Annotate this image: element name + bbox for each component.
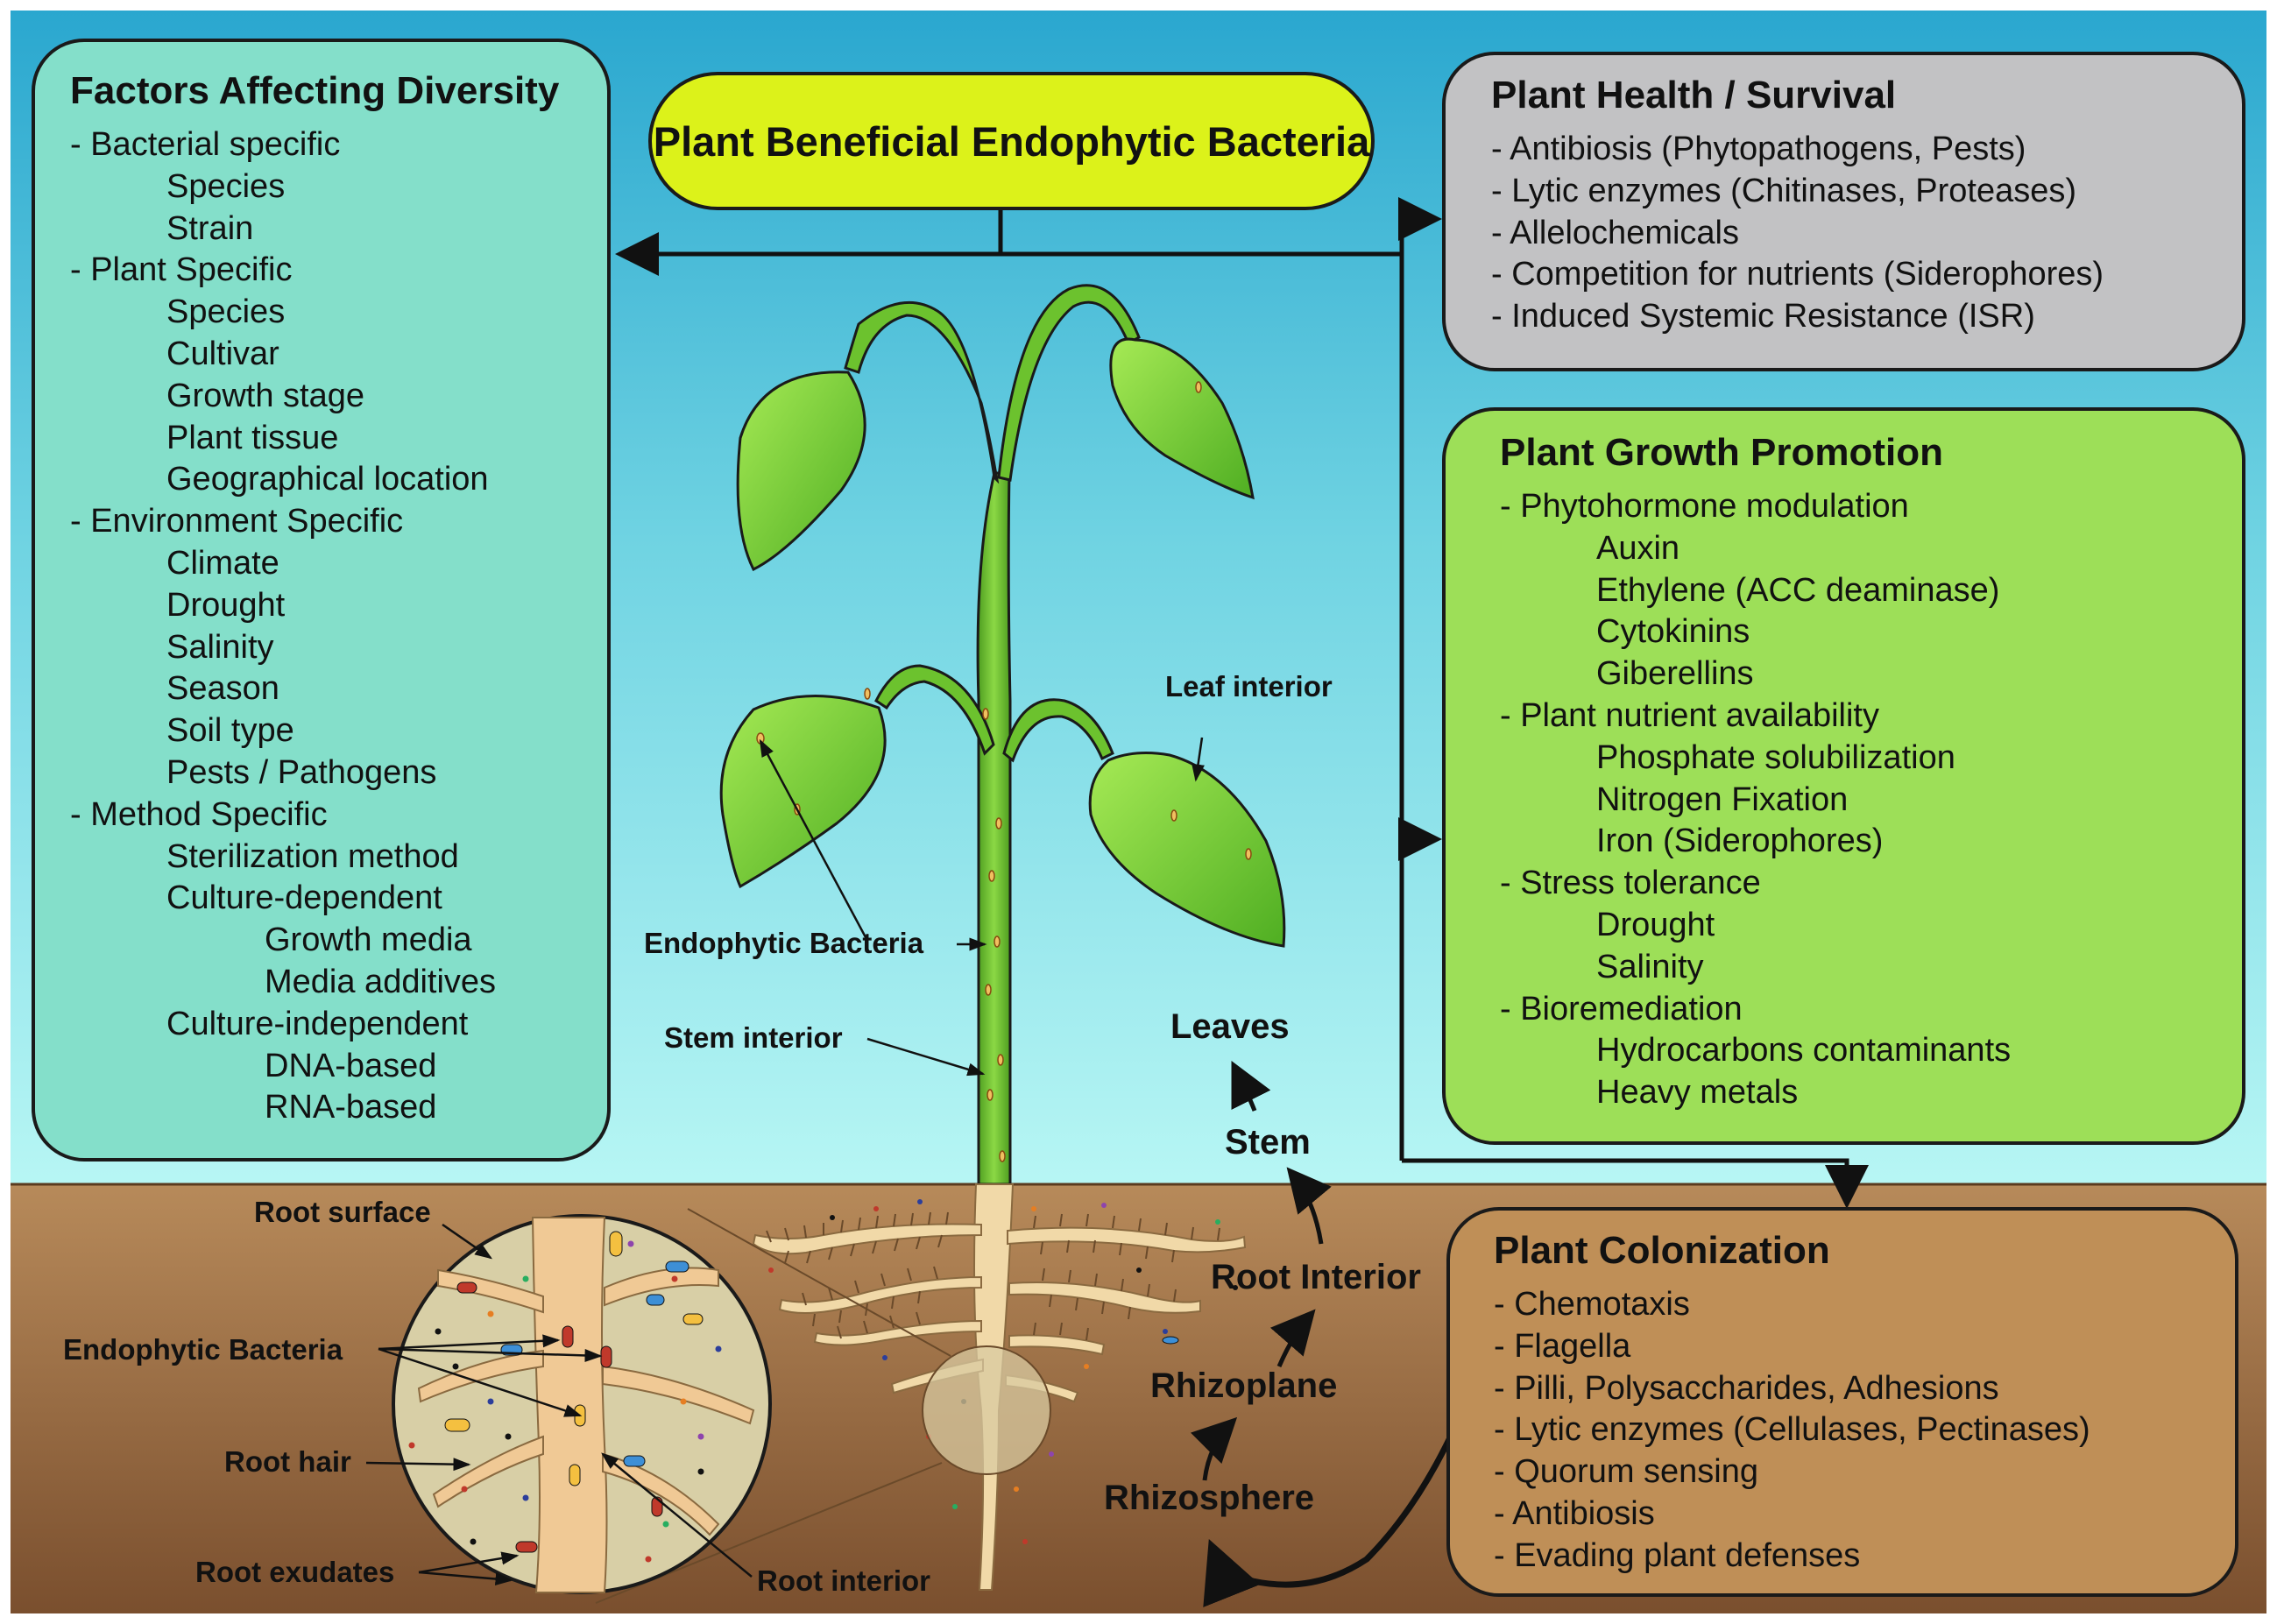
list-item: - Chemotaxis bbox=[1494, 1286, 1690, 1323]
label-root-interior-zoom: Root interior bbox=[757, 1564, 930, 1597]
health-box: Plant Health / Survival - Antibiosis (Ph… bbox=[1442, 52, 2245, 371]
list-item: - Phytohormone modulation bbox=[1500, 488, 1909, 525]
root-magnified-view bbox=[392, 1214, 772, 1594]
list-item: - Flagella bbox=[1494, 1327, 1631, 1365]
leaf-lower-right bbox=[1088, 752, 1286, 948]
colonization-box: Plant Colonization - Chemotaxis - Flagell… bbox=[1446, 1207, 2238, 1597]
callout-lines bbox=[365, 737, 1205, 1585]
label-leaves: Leaves bbox=[1170, 1007, 1290, 1046]
label-stem: Stem bbox=[1225, 1123, 1311, 1162]
list-item: - Pilli, Polysaccharides, Adhesions bbox=[1494, 1369, 1999, 1407]
list-item: - Antibiosis (Phytopathogens, Pests) bbox=[1491, 131, 2026, 167]
list-item: - Lytic enzymes (Chitinases, Proteases) bbox=[1491, 172, 2077, 209]
health-heading: Plant Health / Survival bbox=[1491, 74, 1897, 117]
soil-particles bbox=[768, 1199, 1238, 1544]
title-box: Plant Beneficial Endophytic Bacteria bbox=[648, 72, 1375, 210]
list-item: Geographical location bbox=[166, 461, 489, 498]
list-item: Phosphate solubilization bbox=[1596, 738, 1955, 776]
factors-heading: Factors Affecting Diversity bbox=[70, 69, 560, 112]
root-hairs bbox=[766, 1211, 1220, 1341]
list-item: Heavy metals bbox=[1596, 1074, 1799, 1112]
list-item: - Environment Specific bbox=[70, 503, 404, 540]
list-item: Soil type bbox=[166, 712, 294, 750]
list-item: Species bbox=[166, 167, 286, 205]
list-item: Cytokinins bbox=[1596, 613, 1750, 651]
colonization-heading: Plant Colonization bbox=[1494, 1229, 1830, 1272]
list-item: Pests / Pathogens bbox=[166, 753, 437, 791]
list-item: - Antibiosis bbox=[1494, 1494, 1655, 1532]
list-item: Iron (Siderophores) bbox=[1596, 823, 1884, 860]
leaf-upper-right bbox=[1109, 337, 1255, 500]
root-zoom-source bbox=[922, 1345, 1051, 1475]
list-item: Salinity bbox=[1596, 948, 1704, 985]
list-item: - Plant nutrient availability bbox=[1500, 696, 1879, 734]
list-item: - Induced Systemic Resistance (ISR) bbox=[1491, 298, 2035, 335]
list-item: Ethylene (ACC deaminase) bbox=[1596, 571, 2000, 609]
list-item: Drought bbox=[166, 586, 286, 624]
list-item: - Stress tolerance bbox=[1500, 865, 1761, 902]
growth-box: Plant Growth Promotion - Phytohormone mo… bbox=[1442, 407, 2245, 1145]
label-root-exudates: Root exudates bbox=[195, 1556, 395, 1588]
list-item: - Competition for nutrients (Siderophore… bbox=[1491, 256, 2104, 293]
list-item: Cultivar bbox=[166, 335, 279, 372]
list-item: DNA-based bbox=[265, 1047, 437, 1084]
list-item: - Bacterial specific bbox=[70, 126, 341, 163]
list-item: Season bbox=[166, 670, 279, 708]
list-item: Salinity bbox=[166, 628, 274, 666]
list-item: - Evading plant defenses bbox=[1494, 1536, 1861, 1574]
list-item: Climate bbox=[166, 544, 279, 582]
title-connectors bbox=[615, 197, 1869, 1209]
list-item: Growth media bbox=[265, 921, 472, 959]
list-item: Culture-independent bbox=[166, 1005, 469, 1042]
list-item: Sterilization method bbox=[166, 837, 459, 875]
label-endophytic-bacteria-root: Endophytic Bacteria bbox=[63, 1333, 343, 1366]
list-item: Media additives bbox=[265, 963, 497, 1000]
list-item: - Method Specific bbox=[70, 795, 328, 833]
label-stem-interior: Stem interior bbox=[664, 1021, 843, 1054]
health-list: - Antibiosis (Phytopathogens, Pests) - Ly… bbox=[1491, 129, 2242, 338]
list-item: Hydrocarbons contaminants bbox=[1596, 1032, 2012, 1070]
list-item: Species bbox=[166, 293, 286, 331]
label-rhizoplane: Rhizoplane bbox=[1150, 1366, 1338, 1405]
list-item: - Bioremediation bbox=[1500, 990, 1743, 1027]
colonization-list: - Chemotaxis - Flagella - Pilli, Polysacch… bbox=[1494, 1284, 2235, 1578]
list-item: Giberellins bbox=[1596, 655, 1754, 693]
list-item: - Lytic enzymes (Cellulases, Pectinases) bbox=[1494, 1411, 2090, 1449]
list-item: - Quorum sensing bbox=[1494, 1453, 1759, 1491]
list-item: Culture-dependent bbox=[166, 879, 442, 917]
leaf-upper-left bbox=[736, 371, 866, 572]
list-item: Growth stage bbox=[166, 377, 364, 414]
list-item: RNA-based bbox=[265, 1089, 437, 1126]
list-item: - Allelochemicals bbox=[1491, 214, 1739, 251]
label-endophytic-bacteria-plant: Endophytic Bacteria bbox=[644, 927, 924, 959]
plant-stem bbox=[844, 284, 1141, 1186]
label-root-hair: Root hair bbox=[224, 1445, 351, 1478]
factors-box: Factors Affecting Diversity - Bacterial … bbox=[32, 39, 611, 1162]
list-item: Auxin bbox=[1596, 529, 1680, 567]
list-item: Plant tissue bbox=[166, 419, 339, 456]
list-item: Drought bbox=[1596, 906, 1715, 943]
label-rhizosphere: Rhizosphere bbox=[1104, 1479, 1315, 1517]
list-item: - Plant Specific bbox=[70, 251, 293, 289]
colonization-flow-arrows bbox=[1191, 1061, 1462, 1607]
label-leaf-interior: Leaf interior bbox=[1165, 670, 1333, 703]
list-item: Nitrogen Fixation bbox=[1596, 780, 1849, 818]
label-root-interior-flow: Root Interior bbox=[1211, 1258, 1421, 1296]
diagram-title: Plant Beneficial Endophytic Bacteria bbox=[653, 117, 1370, 165]
list-item: Strain bbox=[166, 209, 254, 247]
label-root-surface: Root surface bbox=[254, 1196, 431, 1228]
growth-heading: Plant Growth Promotion bbox=[1500, 431, 1943, 474]
